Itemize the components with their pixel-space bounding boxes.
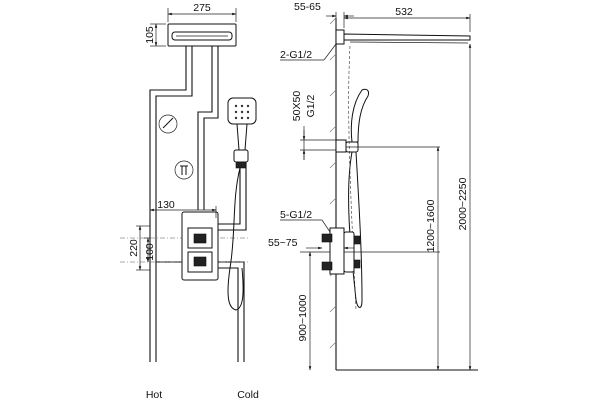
arm-thread-label: 2-G1/2 (280, 49, 312, 61)
faucet-symbol (158, 114, 178, 134)
valve-thread-label: 5-G1/2 (280, 209, 312, 221)
arm-thread-callout: 2-G1/2 (280, 43, 337, 61)
dim-rain-width-label: 275 (193, 2, 211, 14)
valve-body-side (321, 227, 440, 275)
dim-valve-spacing-label: 100 (144, 243, 156, 261)
dim-valve-depth: 55~75 (268, 237, 354, 250)
dim-valve-offset: 130 (149, 199, 217, 218)
concealed-pipes (120, 46, 248, 362)
valve-thread-callout: 5-G1/2 (280, 209, 331, 233)
elbow-size-label: 50X50 (291, 91, 303, 122)
rain-shower-head-front (167, 23, 237, 47)
dim-rain-height: 105 (144, 23, 166, 47)
dim-head-height: 2000~2250 (457, 43, 472, 371)
dim-arm-depth: 55-65 (294, 1, 354, 28)
dim-valve-heights: 220 100 (128, 225, 156, 271)
head-height-label: 2000~2250 (457, 177, 469, 230)
dim-arm-length-label: 532 (395, 6, 413, 18)
valve-depth-label: 55~75 (268, 237, 298, 249)
dim-valve-height: 900~1000 (297, 251, 330, 371)
elbow-height-label: 1200~1600 (425, 199, 437, 252)
spray-pattern (348, 45, 357, 311)
dim-arm-depth-label: 55-65 (294, 1, 321, 13)
dim-valve-offset-label: 130 (157, 199, 175, 211)
hand-shower-side (335, 88, 440, 308)
dim-rain-width: 275 (167, 2, 237, 22)
valve-height-label: 900~1000 (297, 294, 309, 341)
cold-label: Cold (237, 389, 259, 400)
valve-body-front (181, 211, 219, 281)
dim-elbow-height: 1200~1600 (425, 146, 440, 371)
hot-label: Hot (146, 389, 162, 400)
dim-valve-height-label: 220 (128, 239, 140, 257)
dim-rain-height-label: 105 (144, 26, 156, 44)
side-view: 55-65 532 2-G1/2 50X50 G1/2 (268, 1, 478, 371)
front-view: 275 105 (120, 2, 259, 400)
shower-arm-side (335, 29, 471, 45)
elbow-callout: 50X50 G1/2 (291, 91, 336, 160)
diverter-symbol (174, 160, 194, 180)
dim-arm-length: 532 (343, 6, 471, 32)
elbow-thread-label: G1/2 (305, 94, 317, 117)
hand-shower-front (227, 97, 257, 311)
wall (329, 17, 478, 371)
